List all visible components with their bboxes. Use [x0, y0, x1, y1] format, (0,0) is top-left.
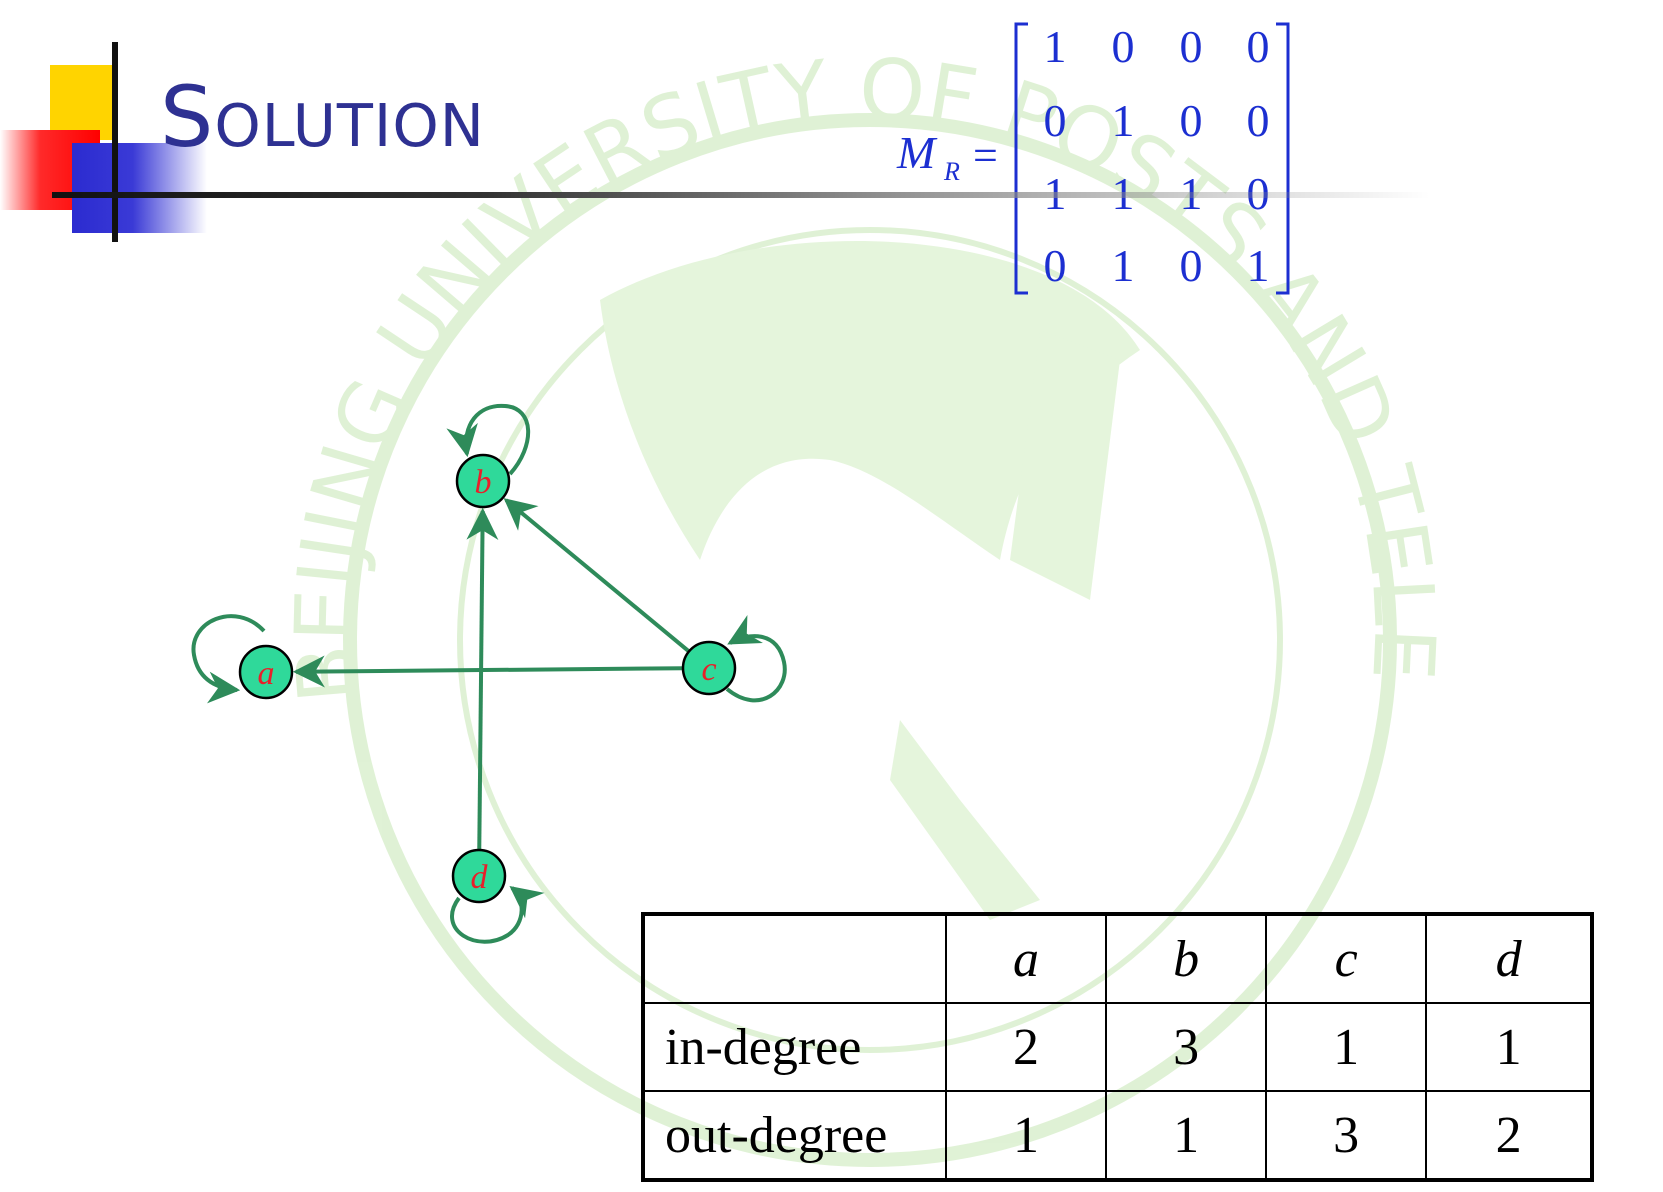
title-ornament-yellow [50, 65, 115, 140]
table-cell: 1 [1105, 1090, 1268, 1181]
matrix-label-subscript: R [943, 157, 960, 186]
node-label: c [701, 651, 716, 688]
matrix-entry: 0 [1180, 21, 1203, 72]
table-cell: 1 [1425, 1002, 1593, 1092]
node-c: c [681, 640, 737, 696]
title-ornament-vertical-line [112, 42, 118, 242]
matrix-entry: 1 [1247, 240, 1270, 291]
node-circle [681, 640, 737, 696]
matrix-entry: 1 [1044, 21, 1067, 72]
node-label: b [475, 464, 492, 501]
edge-c-to-b [503, 498, 691, 653]
matrix-entry: 0 [1180, 95, 1203, 146]
table-cell: 3 [1105, 1002, 1268, 1092]
column-header-d: d [1425, 913, 1593, 1004]
matrix-left-bracket [1014, 22, 1028, 295]
self-loop-edge-b [446, 403, 531, 476]
self-loop-edge-d [450, 886, 545, 944]
table-row-out-degree: out-degree 1 1 3 2 [642, 1090, 1593, 1181]
table-row-in-degree: in-degree 2 3 1 1 [642, 1002, 1593, 1092]
matrix-entry: 1 [1112, 240, 1135, 291]
node-a: a [238, 644, 294, 700]
row-label-out-degree: out-degree [642, 1090, 947, 1181]
node-circle [238, 644, 294, 700]
degree-table: a b c d in-degree 2 3 1 1 out-degree 1 1… [641, 912, 1594, 1182]
table-cell: 2 [944, 1002, 1108, 1092]
node-label: d [471, 859, 489, 896]
table-corner-cell [642, 913, 947, 1004]
node-b: b [455, 453, 511, 509]
table-cell: 3 [1265, 1090, 1428, 1181]
table-cell: 1 [1265, 1002, 1428, 1092]
matrix-entry: 0 [1180, 240, 1203, 291]
adjacency-matrix: M R = 1000010011100101 [896, 21, 1290, 295]
edge-c-to-a [292, 655, 684, 688]
node-label: a [258, 655, 275, 692]
self-loop-edge-a [191, 614, 266, 704]
matrix-label: M [896, 127, 938, 178]
matrix-entry: 0 [1112, 21, 1135, 72]
matrix-entry: 0 [1044, 95, 1067, 146]
column-header-c: c [1265, 913, 1428, 1004]
matrix-right-bracket [1276, 22, 1290, 295]
self-loop-edge-c [725, 615, 787, 703]
node-circle [455, 453, 511, 509]
title-underline [52, 192, 1502, 198]
table-header-row: a b c d [642, 913, 1593, 1004]
graph-nodes: a b c d [238, 453, 737, 904]
graph-edges [191, 403, 787, 944]
column-header-a: a [944, 913, 1108, 1004]
matrix-entry: 0 [1247, 21, 1270, 72]
table-cell: 2 [1425, 1090, 1593, 1181]
table-cell: 1 [944, 1090, 1108, 1181]
matrix-entry: 0 [1247, 95, 1270, 146]
matrix-entry: 0 [1044, 240, 1067, 291]
matrix-entry: 1 [1112, 95, 1135, 146]
row-label-in-degree: in-degree [642, 1002, 947, 1092]
matrix-equals: = [973, 131, 998, 180]
edge-d-to-b [466, 507, 499, 851]
node-d: d [451, 848, 507, 904]
column-header-b: b [1105, 913, 1268, 1004]
node-circle [451, 848, 507, 904]
title-ornament-blue [72, 143, 207, 233]
slide-title: Solution [160, 68, 485, 166]
